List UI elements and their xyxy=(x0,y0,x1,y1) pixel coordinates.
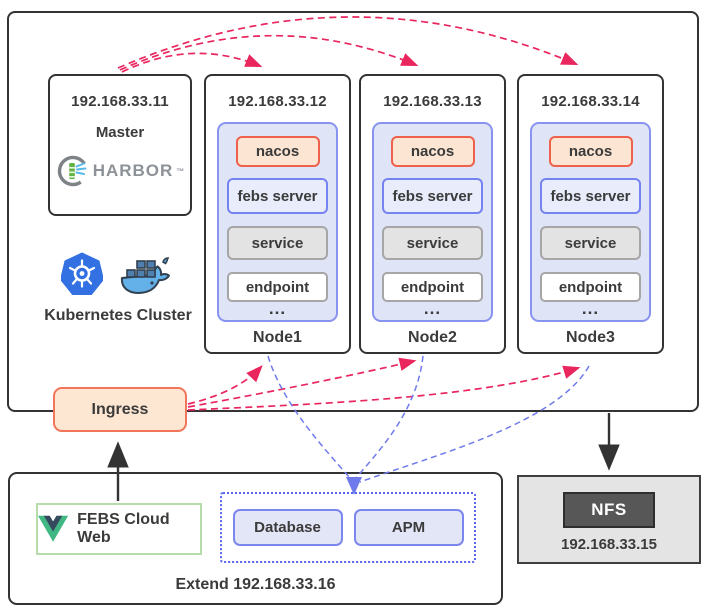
vue-logo-icon xyxy=(38,515,69,542)
nacos-box: nacos xyxy=(390,136,475,167)
node3-pod-container: nacos febs server service endpoint ... xyxy=(530,122,651,322)
endpoint-box: endpoint xyxy=(540,272,641,302)
ellipsis: ... xyxy=(581,299,600,318)
docker-whale-icon xyxy=(120,257,170,294)
node2-label: Node2 xyxy=(408,329,457,346)
ingress-box: Ingress xyxy=(53,387,187,432)
extend-box: FEBS Cloud Web Database APM Extend 192.1… xyxy=(8,472,503,605)
service-box: service xyxy=(382,226,483,260)
febs-cloud-web-label: FEBS Cloud Web xyxy=(77,511,170,546)
endpoint-box: endpoint xyxy=(227,272,328,302)
database-box: Database xyxy=(232,509,343,546)
node1-ip: 192.168.33.12 xyxy=(228,93,327,110)
node3-box: 192.168.33.14 nacos febs server service … xyxy=(517,74,664,354)
harbor-trademark: ™ xyxy=(176,166,185,176)
cluster-label: Kubernetes Cluster xyxy=(44,307,192,324)
kubernetes-icon xyxy=(61,252,103,295)
febs-cloud-web-box: FEBS Cloud Web xyxy=(36,503,202,555)
node1-box: 192.168.33.12 nacos febs server service … xyxy=(204,74,351,354)
service-box: service xyxy=(227,226,328,260)
harbor-lighthouse-icon xyxy=(57,155,88,187)
master-ip: 192.168.33.11 xyxy=(71,93,169,110)
node1-pod-container: nacos febs server service endpoint ... xyxy=(217,122,338,322)
node2-box: 192.168.33.13 nacos febs server service … xyxy=(359,74,506,354)
endpoint-box: endpoint xyxy=(382,272,483,302)
febs-server-box: febs server xyxy=(382,178,483,214)
extend-caption: Extend 192.168.33.16 xyxy=(175,576,336,593)
apm-box: APM xyxy=(353,509,464,546)
ingress-label: Ingress xyxy=(91,400,149,418)
nacos-box: nacos xyxy=(235,136,320,167)
service-box: service xyxy=(540,226,641,260)
node1-label: Node1 xyxy=(253,329,302,346)
ellipsis: ... xyxy=(423,299,442,318)
harbor-wordmark: HARBOR xyxy=(92,161,174,180)
node2-pod-container: nacos febs server service endpoint ... xyxy=(372,122,493,322)
nfs-ip: 192.168.33.15 xyxy=(561,536,657,553)
node3-ip: 192.168.33.14 xyxy=(541,93,640,110)
febs-server-box: febs server xyxy=(540,178,641,214)
ellipsis: ... xyxy=(268,299,287,318)
cluster-legend-icons xyxy=(61,246,175,298)
middleware-dotted-box: Database APM xyxy=(220,492,476,563)
nfs-server-box: NFS 192.168.33.15 xyxy=(517,475,701,564)
nfs-label-box: NFS xyxy=(563,492,655,528)
febs-server-box: febs server xyxy=(227,178,328,214)
master-label: Master xyxy=(95,124,145,141)
cluster-legend: Kubernetes Cluster xyxy=(30,246,206,325)
nacos-box: nacos xyxy=(548,136,633,167)
node3-label: Node3 xyxy=(566,329,615,346)
node2-ip: 192.168.33.13 xyxy=(383,93,482,110)
